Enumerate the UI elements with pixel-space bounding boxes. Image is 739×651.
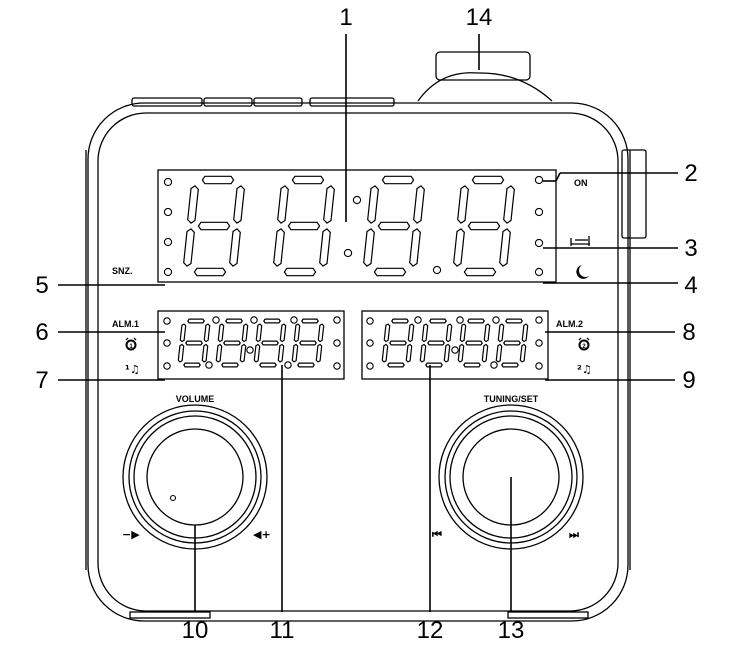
callout-12: 12 <box>417 617 444 644</box>
alarm-digit <box>419 318 453 368</box>
alarm-digit <box>495 318 529 368</box>
callout-14: 14 <box>466 4 493 31</box>
callout-11: 11 <box>270 617 295 644</box>
indicator-led <box>535 339 543 347</box>
callout-5: 5 <box>35 272 48 299</box>
indicator-led <box>333 339 341 347</box>
alarm2-display <box>361 310 549 380</box>
top-knob <box>417 51 553 102</box>
indicator-led <box>205 361 213 369</box>
alarm-digit <box>253 318 287 368</box>
indicator-led <box>284 361 292 369</box>
alarm2-label: ALM.2 <box>556 319 583 329</box>
indicator-led <box>352 195 362 205</box>
main-digit <box>363 175 425 277</box>
callout-8: 8 <box>682 319 695 346</box>
tuning-label: TUNING/SET <box>484 394 539 404</box>
alarm-digit <box>177 318 211 368</box>
bottom-feet <box>129 611 589 619</box>
top-buttons <box>131 97 395 107</box>
callout-7: 7 <box>35 367 48 394</box>
callout-10: 10 <box>182 617 209 644</box>
snooze-label: SNZ. <box>112 266 133 276</box>
indicator-led <box>163 267 173 277</box>
indicator-led <box>490 361 498 369</box>
indicator-led <box>534 175 544 185</box>
alarm-clock-2-icon: 2 <box>578 337 590 351</box>
indicator-led <box>535 316 543 324</box>
alarm-display-digits <box>177 318 529 368</box>
skip-forward-icon: ⏭ <box>569 528 579 541</box>
on-label: ON <box>574 178 588 188</box>
callout-6: 6 <box>35 319 48 346</box>
indicator-led <box>333 362 341 370</box>
speaker-plus-icon: ◀+ <box>253 528 271 541</box>
volume-label: VOLUME <box>176 394 215 404</box>
side-switch <box>621 149 647 239</box>
indicator-led <box>451 346 459 354</box>
indicator-led <box>456 316 464 324</box>
alarm-display-indicators <box>163 316 543 370</box>
callout-4: 4 <box>684 272 697 299</box>
indicator-led <box>343 248 353 258</box>
indicator-led <box>535 362 543 370</box>
callout-1: 1 <box>339 4 352 31</box>
callout-leaders <box>58 34 678 612</box>
indicator-led <box>163 207 173 217</box>
alarm-digit <box>291 318 325 368</box>
indicator-led <box>534 238 544 248</box>
alarm-digit <box>381 318 415 368</box>
indicator-led <box>212 316 220 324</box>
indicator-led <box>250 316 258 324</box>
main-display-digits <box>183 175 515 277</box>
indicator-led <box>432 265 442 275</box>
alarm-digit <box>215 318 249 368</box>
skip-back-icon: ⏮ <box>432 528 442 541</box>
main-digit <box>273 175 335 277</box>
music-note-2-icon: ²♫ <box>577 363 592 376</box>
alarm-digit <box>457 318 491 368</box>
callout-2: 2 <box>684 160 697 187</box>
indicator-led <box>534 267 544 277</box>
alarm1-display <box>157 310 345 380</box>
indicator-led <box>163 237 173 247</box>
indicator-led <box>366 317 374 325</box>
moon-icon <box>576 265 589 279</box>
indicator-led <box>414 316 422 324</box>
main-digit <box>183 175 245 277</box>
indicator-led <box>534 207 544 217</box>
music-note-1-icon: ¹♫ <box>125 363 140 376</box>
indicator-led <box>366 362 374 370</box>
indicator-led <box>163 339 171 347</box>
main-display <box>157 169 557 283</box>
main-digit <box>453 175 515 277</box>
svg-text:1: 1 <box>129 344 133 350</box>
callout-13: 13 <box>498 617 525 644</box>
indicator-led <box>333 316 341 324</box>
indicator-led <box>163 317 171 325</box>
alarm-clock-1-icon: 1 <box>125 337 137 351</box>
housing <box>85 102 631 622</box>
indicator-led <box>246 346 254 354</box>
svg-text:2: 2 <box>582 344 586 350</box>
indicator-led <box>163 177 173 187</box>
indicator-led <box>492 316 500 324</box>
alarm1-label: ALM.1 <box>112 319 139 329</box>
main-display-indicators <box>163 175 544 277</box>
indicator-led <box>290 316 298 324</box>
callout-9: 9 <box>682 367 695 394</box>
callout-3: 3 <box>684 235 697 262</box>
indicator-led <box>366 339 374 347</box>
bed-icon <box>570 236 590 246</box>
indicator-led <box>163 362 171 370</box>
speaker-minus-icon: −▶ <box>122 528 140 541</box>
